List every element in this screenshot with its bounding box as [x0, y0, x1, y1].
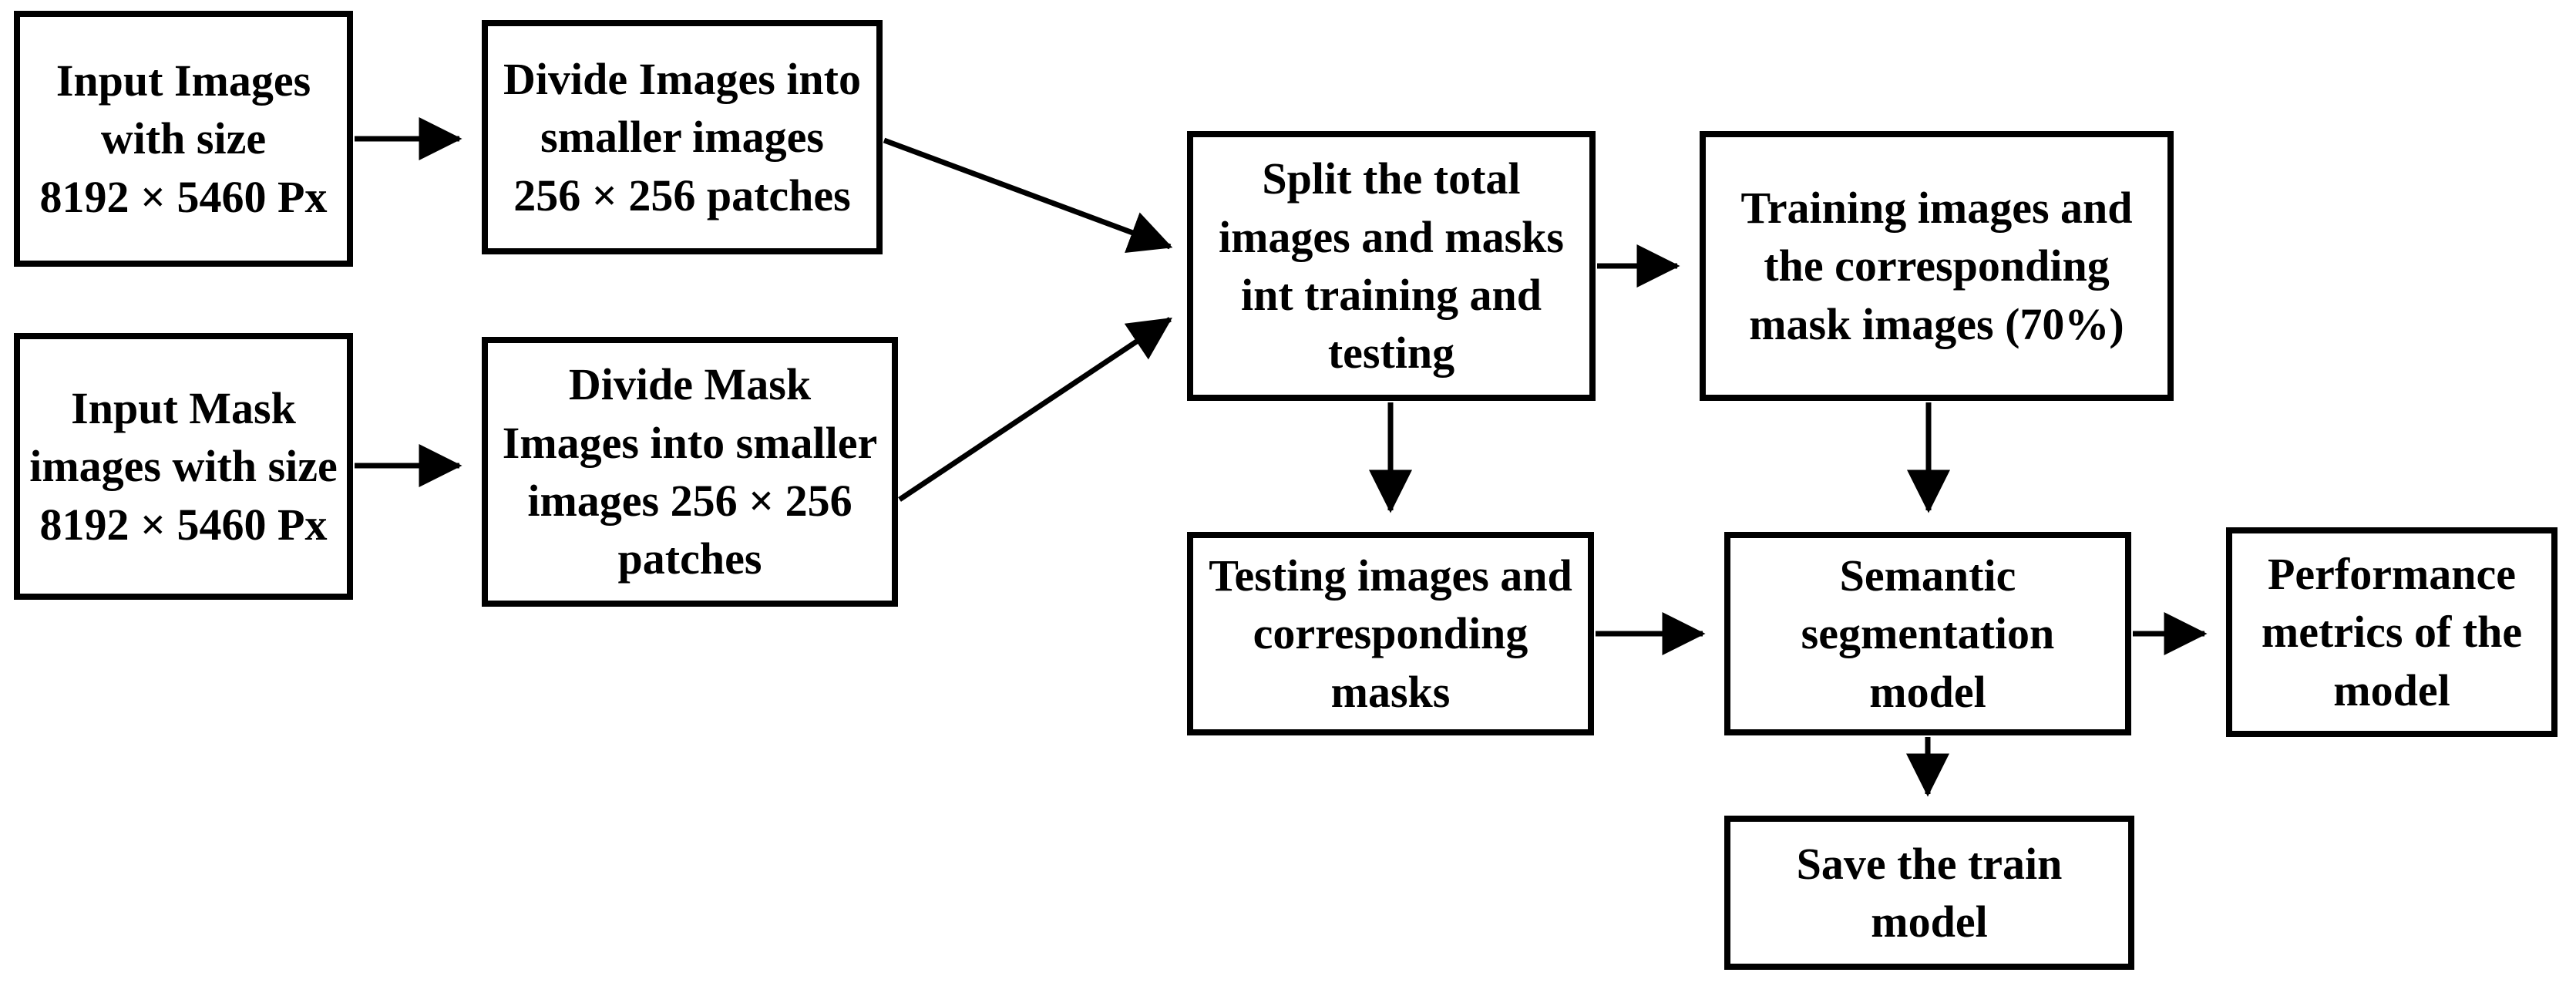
node-save-model: Save the train model: [1724, 816, 2134, 970]
node-training: Training images and the corresponding ma…: [1700, 131, 2174, 401]
node-performance: Performance metrics of the model: [2226, 527, 2558, 737]
arrow-divide-mask-to-split: [898, 317, 1172, 502]
node-divide-images: Divide Images into smaller images 256 × …: [482, 20, 883, 254]
node-testing: Testing images and corresponding masks: [1187, 532, 1594, 735]
node-divide-mask: Divide Mask Images into smaller images 2…: [482, 337, 898, 607]
node-input-mask: Input Mask images with size 8192 × 5460 …: [14, 333, 353, 600]
arrow-divide-images-to-split: [883, 137, 1173, 253]
node-semantic-model: Semantic segmentation model: [1724, 532, 2131, 735]
node-split: Split the total images and masks int tra…: [1187, 131, 1596, 401]
node-input-images: Input Images with size 8192 × 5460 Px: [14, 11, 353, 267]
